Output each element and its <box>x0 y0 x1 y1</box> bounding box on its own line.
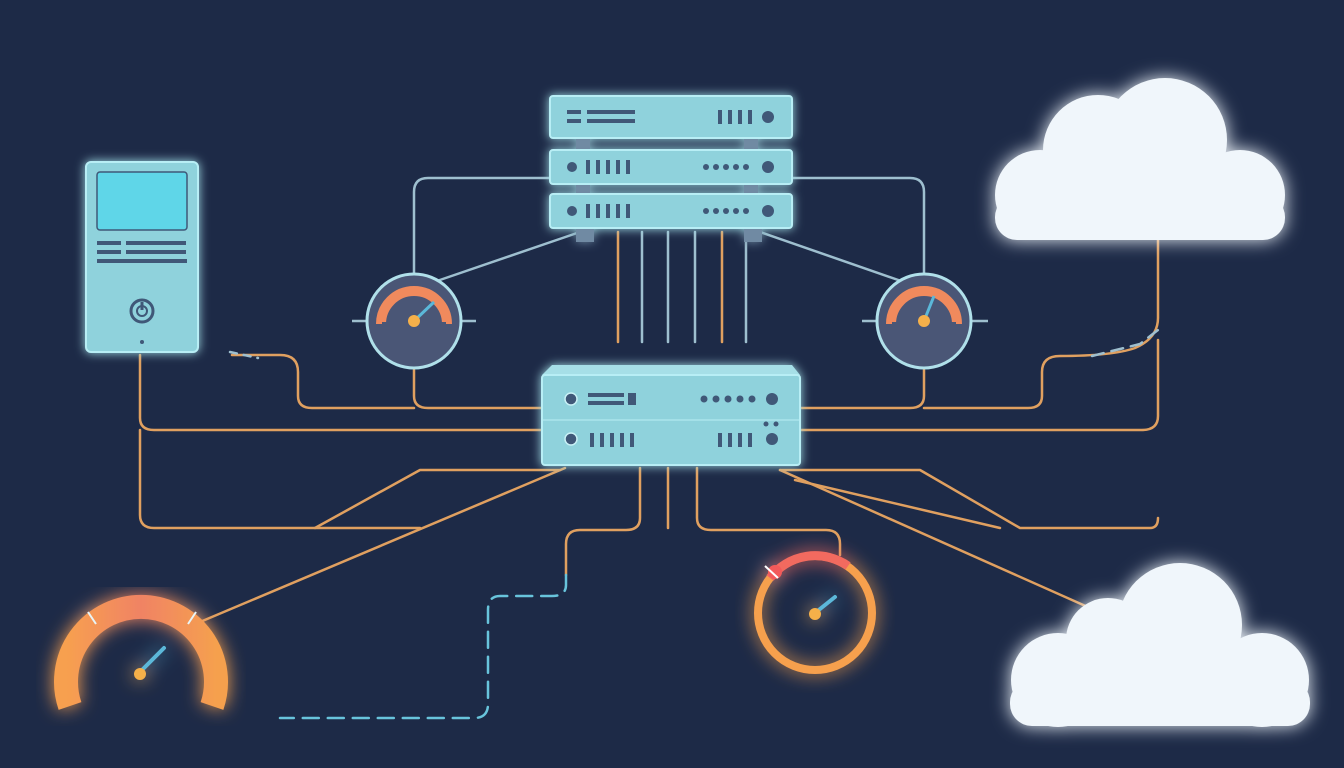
gauge-hub-icon <box>809 608 821 620</box>
cable-switch-alert-dial <box>695 466 842 557</box>
port-led-icon <box>564 432 578 446</box>
rack-unit-3[interactable] <box>549 193 793 229</box>
cable-workstation-switch-2 <box>138 353 546 432</box>
cable-bundle-rack-switch <box>616 230 748 344</box>
gauge-needle-icon <box>138 646 166 674</box>
cloud-top[interactable] <box>995 78 1285 240</box>
gauge-hub-icon <box>918 315 930 327</box>
gauge-arc-icon <box>376 286 452 325</box>
cable-switch-speedometer <box>198 466 567 624</box>
power-led-icon <box>567 162 577 172</box>
rack-unit-2[interactable] <box>549 149 793 185</box>
power-icon[interactable] <box>129 298 155 324</box>
server-rack[interactable] <box>549 95 793 242</box>
workstation-screen <box>96 171 188 231</box>
cable-workstation-switch-3 <box>138 428 422 530</box>
cable-rack-gauge-right <box>758 230 906 284</box>
cable-dashed-right <box>1090 328 1160 358</box>
alert-indicator-icon <box>768 565 782 579</box>
gauge-hub-icon <box>408 315 420 327</box>
port-led-icon <box>564 392 578 406</box>
gauge-arc-icon <box>886 286 962 325</box>
alert-dial[interactable] <box>754 551 876 674</box>
power-led-icon <box>567 206 577 216</box>
cable-switch-right-diagonal <box>793 478 1002 530</box>
cable-switch-cloud-bottom <box>778 468 1092 610</box>
cable-lower-left-bus <box>313 468 562 530</box>
cable-rack-right-frame <box>790 176 926 302</box>
cable-rack-gauge-left <box>432 230 582 284</box>
cable-workstation-switch-1 <box>230 353 416 410</box>
gauge-right[interactable] <box>862 272 988 370</box>
cable-right-bus-2 <box>778 468 1160 530</box>
workstation[interactable] <box>85 161 199 353</box>
cable-gauge-right-down <box>798 368 926 410</box>
cable-rack-left-frame <box>412 176 554 302</box>
status-led-icon <box>762 205 774 217</box>
cable-dashed-left <box>228 350 260 360</box>
status-led-icon <box>762 161 774 173</box>
cable-dashed-blue <box>278 573 568 720</box>
network-switch[interactable] <box>541 365 801 466</box>
cable-cloud-top-switch <box>922 238 1160 410</box>
cable-right-bus-1 <box>798 338 1160 432</box>
cable-switch-down-1 <box>564 466 642 577</box>
cable-gauge-left-down <box>412 368 546 410</box>
gauge-left[interactable] <box>352 272 476 370</box>
cables <box>138 176 1160 720</box>
status-led-icon <box>766 393 778 405</box>
cloud-bottom[interactable] <box>1010 563 1310 727</box>
status-led-icon <box>762 111 774 123</box>
status-led-icon <box>766 433 778 445</box>
speedometer[interactable] <box>54 594 228 710</box>
gauge-hub-icon <box>134 668 146 680</box>
rack-unit-1[interactable] <box>549 95 793 139</box>
